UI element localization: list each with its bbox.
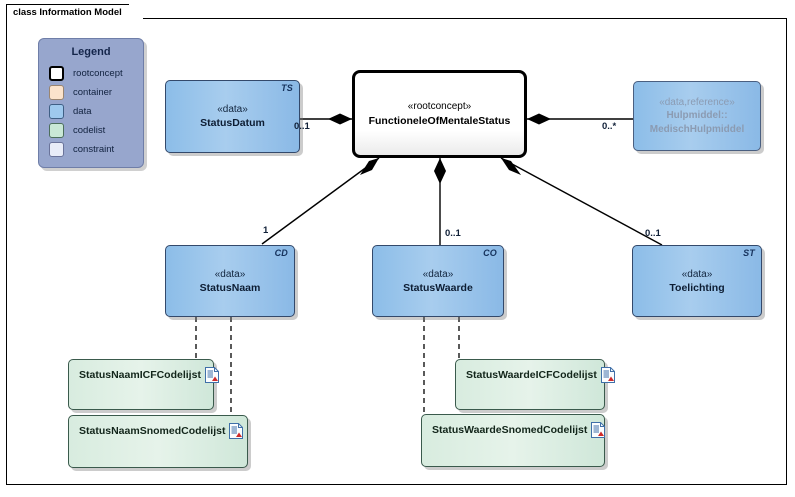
document-icon [204,367,219,383]
document-icon [591,422,606,438]
class-tag-statusdatum: TS [281,83,293,93]
class-tag-toelichting: ST [743,248,755,258]
legend-swatch-constraint [49,142,64,157]
class-statuswaarde[interactable]: CO «data» StatusWaarde [372,245,507,320]
multiplicity-statuswaarde: 0..1 [445,228,461,239]
class-statuswaardesnomedcodelijst[interactable]: StatusWaardeSnomedCodelijst [421,414,608,470]
multiplicity-hulpmiddel: 0..* [602,121,617,132]
legend-item-data: data [39,102,143,121]
legend-title: Legend [71,46,111,58]
legend-item-constraint: constraint [39,140,143,159]
legend-swatch-rootconcept [49,66,64,81]
multiplicity-toelichting: 0..1 [645,228,661,239]
document-icon [600,367,615,383]
class-statusdatum[interactable]: TS «data» StatusDatum [165,80,303,156]
class-stereotype: «data,reference» [659,96,735,108]
legend-item-container: container [39,83,143,102]
class-statusnaamicfcodelijst[interactable]: StatusNaamICFCodelijst [68,359,219,413]
legend-item-codelist: codelist [39,121,143,140]
class-stereotype: «data» [422,268,454,280]
class-tag-statusnaam: CD [274,248,288,258]
multiplicity-statusdatum: 0..1 [294,121,310,132]
class-stereotype: «data» [217,104,248,115]
class-stereotype: «data» [681,268,713,280]
class-name: FunctioneleOfMentaleStatus [368,114,511,127]
legend-swatch-data [49,104,64,119]
class-name: StatusWaardeSnomedCodelijst [432,424,588,436]
class-name: StatusNaamICFCodelijst [79,369,201,381]
class-statusnaamsnomedcodelijst[interactable]: StatusNaamSnomedCodelijst [68,415,251,471]
legend-label-codelist: codelist [73,125,106,136]
class-name: StatusDatum [200,117,265,129]
diagram-frame-label: class Information Model [13,7,122,18]
class-stereotype: «rootconcept» [407,100,472,112]
class-name-line1: Hulpmiddel:: [666,110,728,122]
class-name-line2: MedischHulpmiddel [649,123,745,135]
class-statusnaam[interactable]: CD «data» StatusNaam [165,245,298,320]
diagram-frame [6,18,787,485]
class-tag-statuswaarde: CO [483,248,497,258]
class-name: StatusNaam [199,281,261,294]
legend-panel: Legend rootconcept container data codeli… [38,38,147,171]
class-functioneleofmentalestatus[interactable]: «rootconcept» FunctioneleOfMentaleStatus [352,70,527,158]
class-name: StatusWaardeICFCodelijst [466,369,597,381]
class-toelichting[interactable]: ST «data» Toelichting [632,245,765,320]
legend-item-rootconcept: rootconcept [39,64,143,83]
legend-label-container: container [73,87,113,98]
class-statuswaardeicfcodelijst[interactable]: StatusWaardeICFCodelijst [455,359,615,413]
class-name: StatusNaamSnomedCodelijst [79,425,226,437]
class-medischhulpmiddel[interactable]: «data,reference» Hulpmiddel:: MedischHul… [633,81,764,154]
legend-swatch-codelist [49,123,64,138]
class-name: Toelichting [669,281,725,294]
legend-label-constraint: constraint [73,144,115,155]
legend-label-data: data [73,106,92,117]
multiplicity-statusnaam: 1 [263,225,269,236]
diagram-frame-tab: class Information Model [6,4,143,20]
document-icon [229,423,244,439]
class-stereotype: «data» [214,268,246,280]
frame-tab-clip [128,4,143,20]
class-name: StatusWaarde [403,281,473,294]
legend-label-rootconcept: rootconcept [73,68,123,79]
legend-swatch-container [49,85,64,100]
